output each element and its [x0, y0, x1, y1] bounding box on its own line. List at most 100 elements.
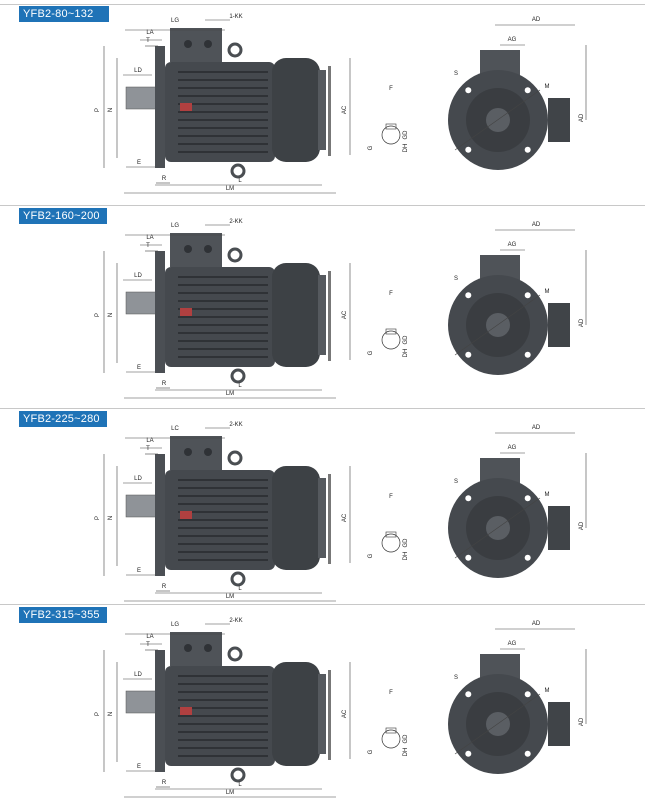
label-g: G	[368, 350, 374, 355]
label-ac: AC	[342, 310, 348, 319]
label-n: N	[108, 108, 114, 112]
label-la: LA	[146, 438, 153, 444]
label-ag: AG	[508, 641, 517, 647]
label-f: F	[389, 494, 393, 500]
rear-cap	[318, 478, 326, 558]
bolt-hole	[465, 87, 472, 94]
lifting-eye	[230, 767, 246, 783]
lifting-eye	[230, 163, 246, 179]
end-side-box	[548, 98, 570, 142]
label-ag: AG	[508, 37, 517, 43]
label-la: LA	[146, 30, 153, 36]
flange	[155, 650, 165, 772]
label-e: E	[137, 764, 141, 770]
label-r: R	[162, 176, 167, 182]
label-lm: LM	[226, 594, 234, 600]
section-divider	[0, 408, 645, 409]
label-ld: LD	[134, 68, 142, 74]
label-m: M	[545, 289, 550, 295]
cable-gland	[184, 245, 192, 253]
label-terminal-kk: 2-KK	[229, 219, 242, 225]
label-s: S	[454, 479, 458, 485]
shaft	[125, 86, 159, 110]
label-ad-vertical: AD	[579, 318, 585, 327]
dimension-line	[454, 497, 541, 559]
shaft-section	[381, 125, 401, 145]
flange	[155, 454, 165, 576]
cable-gland	[184, 40, 192, 48]
bolt-hole	[524, 87, 531, 94]
section-title: YFB2-315~355	[19, 607, 107, 623]
bolt-hole	[465, 750, 472, 757]
cable-gland	[184, 644, 192, 652]
label-l: L	[238, 383, 242, 389]
key-section	[385, 531, 397, 538]
end-side-box	[548, 702, 570, 746]
section-divider	[0, 604, 645, 605]
end-side-box	[548, 506, 570, 550]
label-ad-vertical: AD	[579, 521, 585, 530]
label-n: N	[108, 712, 114, 716]
lifting-eye	[227, 247, 243, 263]
label-ld: LD	[134, 273, 142, 279]
label-terminal-kk: 1-KK	[229, 14, 242, 20]
rear-plate	[328, 474, 331, 564]
label-n: N	[108, 313, 114, 317]
label-e: E	[137, 568, 141, 574]
label-terminal-kk: 2-KK	[229, 618, 242, 624]
label-lg: LC	[171, 426, 179, 432]
cable-gland	[204, 40, 212, 48]
shaft-section	[381, 533, 401, 553]
section-title: YFB2-80~132	[19, 6, 109, 22]
fan-cover	[272, 662, 320, 766]
label-ad: AD	[532, 621, 541, 627]
label-la: LA	[146, 634, 153, 640]
label-ag: AG	[508, 242, 517, 248]
label-ld: LD	[134, 672, 142, 678]
label-t: T	[146, 446, 150, 452]
bolt-hole	[465, 691, 472, 698]
label-ac: AC	[342, 105, 348, 114]
label-r: R	[162, 584, 167, 590]
bolt-hole	[524, 691, 531, 698]
label-l: L	[238, 586, 242, 592]
label-lm: LM	[226, 391, 234, 397]
bolt-hole	[524, 554, 531, 561]
label-lg: LG	[171, 223, 179, 229]
rear-plate	[328, 66, 331, 156]
section-divider	[0, 4, 645, 5]
label-gd: GD	[403, 538, 409, 548]
terminal-box	[170, 436, 222, 470]
label-m: M	[545, 492, 550, 498]
shaft	[125, 690, 159, 714]
label-terminal-kk: 2-KK	[229, 422, 242, 428]
label-gd: GD	[403, 130, 409, 140]
label-t: T	[146, 642, 150, 648]
rear-plate	[328, 271, 331, 361]
label-lm: LM	[226, 790, 234, 796]
bolt-hole	[524, 351, 531, 358]
rear-cap	[318, 674, 326, 754]
cable-gland	[184, 448, 192, 456]
label-n: N	[108, 516, 114, 520]
label-ad: AD	[532, 17, 541, 23]
lifting-eye	[230, 571, 246, 587]
cable-gland	[204, 448, 212, 456]
rear-cap	[318, 275, 326, 355]
fan-cover	[272, 466, 320, 570]
lifting-eye	[230, 368, 246, 384]
label-t: T	[146, 38, 150, 44]
label-e: E	[137, 365, 141, 371]
label-dh: DH	[403, 144, 409, 153]
label-lm: LM	[226, 186, 234, 192]
label-e: E	[137, 160, 141, 166]
key-section	[385, 123, 397, 130]
bolt-hole	[524, 750, 531, 757]
nameplate	[180, 308, 192, 316]
